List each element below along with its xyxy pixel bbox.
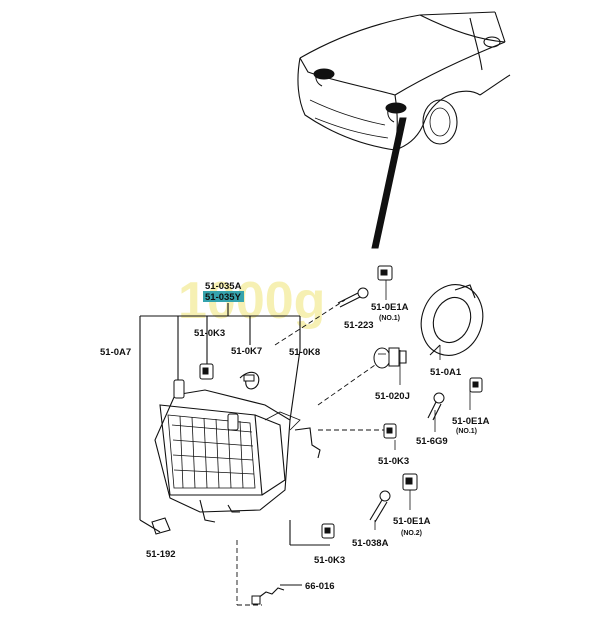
label-51-223: 51-223: [344, 320, 374, 331]
left-headlamp-marker: [313, 68, 335, 80]
label-51-0K7: 51-0K7: [231, 346, 262, 357]
headlamp-assembly: [154, 379, 321, 523]
label-51-0E1A-top-sub: (NO.1): [379, 315, 400, 322]
part-clip-51-0E1A-top: [377, 265, 393, 281]
part-nut-51-0K3-bot: [321, 523, 335, 539]
pointer-wedge: [371, 117, 407, 249]
part-ring-51-0A1: [420, 284, 484, 356]
right-headlamp-marker: [385, 102, 407, 114]
label-66-016: 66-016: [305, 581, 335, 592]
part-spring-51-0K7: [239, 371, 260, 390]
label-51-035Y: 51-035Y: [205, 292, 242, 303]
headlamp-lens-grid: [171, 415, 255, 489]
label-51-0E1A-mid-sub: (NO.1): [456, 428, 477, 435]
label-51-0E1A-top: 51-0E1A: [371, 302, 409, 313]
part-nut-51-0K3-mid: [383, 423, 397, 439]
part-clip-51-0E1A-bot: [402, 473, 418, 491]
part-bulb-51-020J: [373, 347, 407, 369]
label-51-192: 51-192: [146, 549, 176, 560]
part-screw-51-038A: [369, 490, 391, 523]
part-screw-51-223: [337, 287, 369, 308]
callout-lines: [139, 272, 471, 606]
label-51-0E1A-mid: 51-0E1A: [452, 416, 490, 427]
label-51-0K8: 51-0K8: [289, 347, 320, 358]
label-51-020J: 51-020J: [375, 391, 410, 402]
label-51-0E1A-bot: 51-0E1A: [393, 516, 431, 527]
label-51-6G9: 51-6G9: [416, 436, 448, 447]
label-51-0A7: 51-0A7: [100, 347, 131, 358]
part-bracket-51-192: [151, 517, 171, 535]
label-51-0K3-bot: 51-0K3: [314, 555, 345, 566]
label-51-035A: 51-035A: [205, 281, 242, 292]
part-screw-51-6G9: [427, 392, 445, 421]
part-clip-51-0E1A-mid: [469, 377, 483, 393]
part-harness-66-016: [251, 587, 285, 605]
label-51-0E1A-bot-sub: (NO.2): [401, 530, 422, 537]
watermark-text: 1000g: [178, 272, 325, 330]
label-51-0K3-mid: 51-0K3: [378, 456, 409, 467]
label-51-038A: 51-038A: [352, 538, 389, 549]
label-51-0K3-top: 51-0K3: [194, 328, 225, 339]
car-front-illustration: [297, 11, 511, 151]
part-nut-51-0K3-top: [199, 363, 214, 380]
highlight-box: [203, 291, 244, 302]
label-51-0A1: 51-0A1: [430, 367, 462, 378]
